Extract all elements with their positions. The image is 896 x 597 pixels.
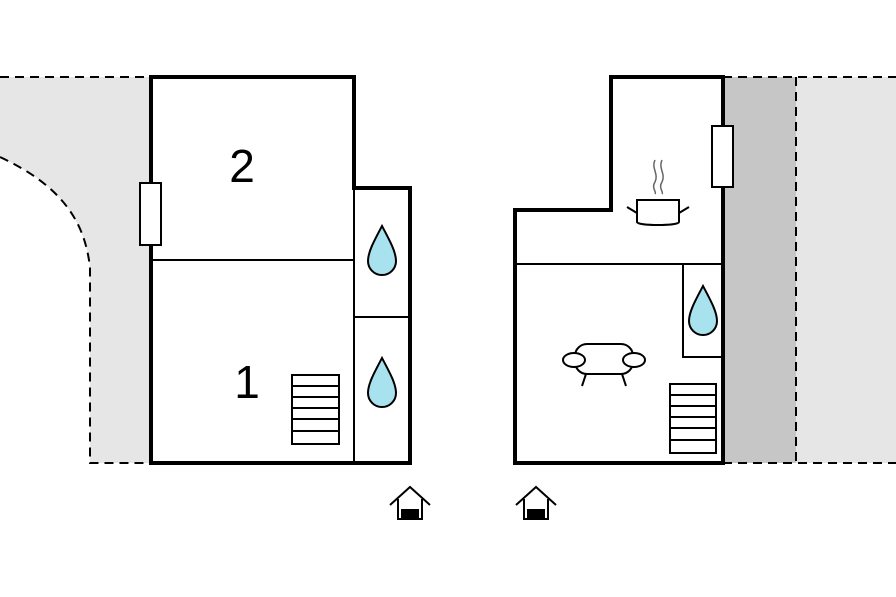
staircase-icon [669, 383, 717, 454]
sofa-icon [562, 343, 646, 387]
room-2-label: 2 [229, 140, 255, 192]
right-outer-wall [513, 75, 725, 465]
right-floor [513, 75, 896, 520]
entrance-icon [515, 485, 557, 520]
cooking-pot-icon [626, 159, 690, 226]
right-bath-partition [682, 264, 723, 358]
right-terrace-inner [723, 77, 796, 463]
water-drop-icon [366, 355, 398, 408]
water-drop-icon [366, 223, 398, 276]
left-floor: 2 1 [0, 75, 431, 520]
right-terrace-outer [796, 77, 896, 463]
room-1-label: 1 [234, 356, 260, 408]
staircase-icon [291, 374, 340, 445]
left-terrace-outline [0, 76, 151, 464]
window-icon [139, 182, 162, 246]
water-drop-icon [687, 283, 719, 336]
entrance-icon [389, 485, 431, 520]
right-terrace-outline [723, 76, 896, 464]
window-icon [711, 125, 734, 188]
left-terrace [0, 77, 151, 463]
left-outer-wall [149, 75, 412, 465]
